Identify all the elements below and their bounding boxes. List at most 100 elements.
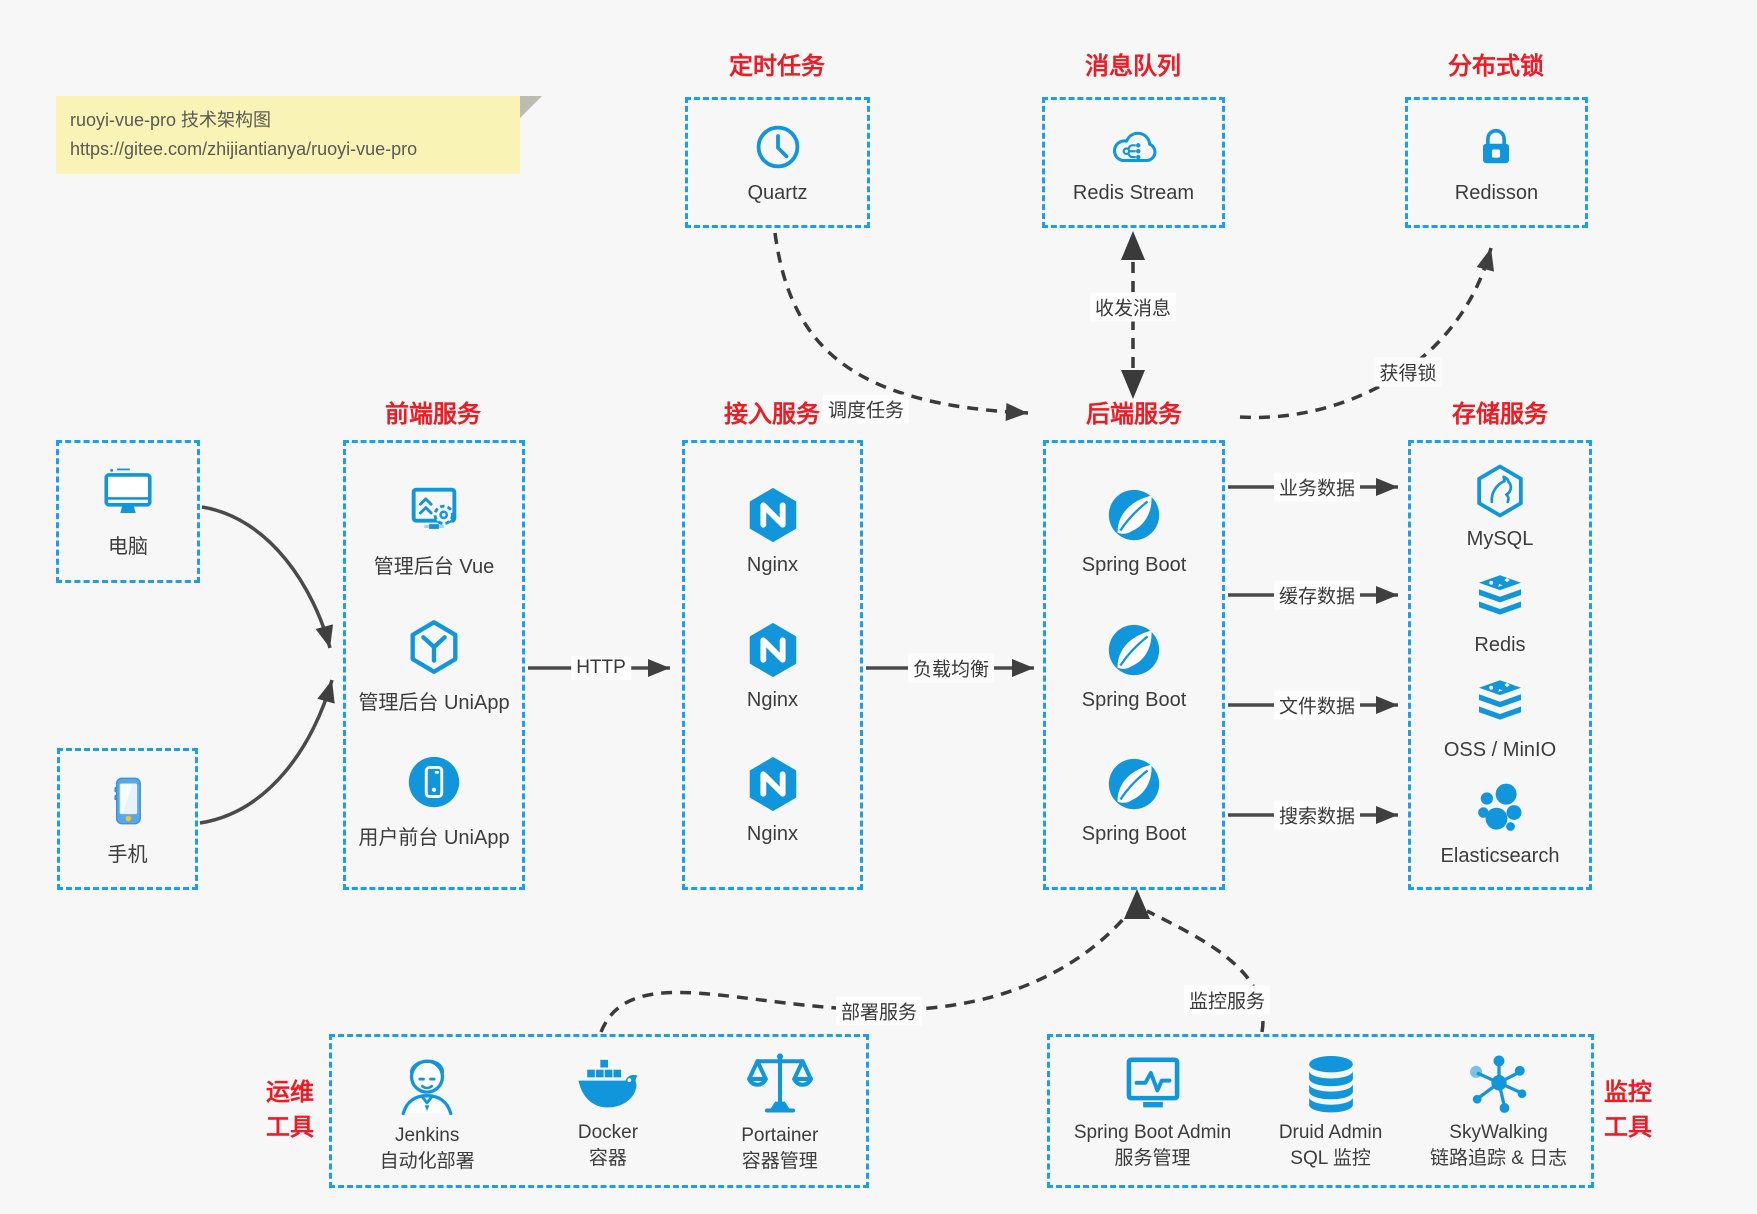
quartz-box: Quartz xyxy=(685,97,870,228)
node-elasticsearch: Elasticsearch xyxy=(1440,781,1560,868)
title-line: 监控 xyxy=(1604,1079,1652,1106)
storage-services-box: MySQL Redis xyxy=(1408,440,1592,890)
edge-label-search-data: 搜索数据 xyxy=(1273,800,1361,830)
edge-label-send-receive-message: 收发消息 xyxy=(1089,292,1177,322)
redisson-box: Redisson xyxy=(1405,97,1588,228)
phone-icon xyxy=(113,777,141,824)
node-admin-vue: 管理后台 Vue xyxy=(374,480,494,579)
tool-desc: 服务管理 xyxy=(1114,1148,1191,1169)
tool-desc: 容器管理 xyxy=(741,1151,818,1172)
node-nginx-2: Nginx xyxy=(742,619,804,712)
clock-icon xyxy=(756,125,799,169)
node-admin-uniapp: 管理后台 UniApp xyxy=(358,616,510,715)
node-label: Quartz xyxy=(747,182,808,204)
title-distributed-lock: 分布式锁 xyxy=(1448,53,1544,80)
arrowhead-into-backend xyxy=(1124,889,1150,919)
monitor-tools-box: Spring Boot Admin 服务管理 Druid Admin SQL 监… xyxy=(1047,1034,1594,1188)
title-gateway-services: 接入服务 xyxy=(724,401,820,428)
portainer-scales-icon xyxy=(746,1053,813,1113)
title-ops-tools: 运维 工具 xyxy=(266,1076,314,1146)
mysql-icon xyxy=(1477,464,1523,518)
edge-label-business-data: 业务数据 xyxy=(1273,472,1361,502)
arrowhead-message-up xyxy=(1121,231,1145,260)
edge-label-monitor-service: 监控服务 xyxy=(1183,985,1271,1015)
node-label: Elasticsearch xyxy=(1440,845,1560,868)
node-label: Redis xyxy=(1474,633,1526,656)
edge-label-cache-data: 缓存数据 xyxy=(1273,580,1361,610)
node-oss-minio: OSS / MinIO xyxy=(1444,675,1556,762)
node-redis: Redis xyxy=(1471,570,1529,657)
node-label: OSS / MinIO xyxy=(1443,739,1557,762)
tool-desc: 自动化部署 xyxy=(379,1151,475,1172)
node-label: Nginx xyxy=(746,822,799,845)
spring-icon xyxy=(1108,758,1160,809)
arrow-pc-to-frontend xyxy=(201,505,334,649)
frontend-services-box: 管理后台 Vue 管理后台 UniApp 用户前台 UniApp xyxy=(343,440,525,890)
node-springboot-2: Spring Boot xyxy=(1081,619,1187,712)
user-app-icon xyxy=(408,757,460,808)
topology-icon xyxy=(1469,1055,1526,1114)
edge-label-file-data: 文件数据 xyxy=(1273,690,1361,720)
docker-whale-icon xyxy=(578,1060,638,1108)
jenkins-icon xyxy=(401,1059,453,1116)
cloud-stream-icon xyxy=(1112,131,1156,163)
uniapp-cube-icon xyxy=(410,619,458,674)
lock-icon xyxy=(1483,129,1510,164)
edge-label-acquire-lock: 获得锁 xyxy=(1374,357,1442,387)
node-label: Redis Stream xyxy=(1072,182,1195,204)
admin-vue-icon xyxy=(411,487,457,529)
node-label: 管理后台 UniApp xyxy=(358,691,510,714)
tool-name: Docker xyxy=(577,1122,639,1144)
node-user-uniapp: 用户前台 UniApp xyxy=(358,751,510,850)
node-druid-admin: Druid Admin SQL 监控 xyxy=(1278,1050,1383,1171)
tool-name: Portainer xyxy=(741,1125,819,1147)
node-springboot-1: Spring Boot xyxy=(1082,484,1186,577)
node-label: 手机 xyxy=(107,843,148,866)
title-storage-services: 存储服务 xyxy=(1452,401,1548,428)
arrow-acquire-lock xyxy=(1239,247,1495,420)
oss-stack-icon xyxy=(1479,680,1521,721)
edge-label-deploy-service: 部署服务 xyxy=(835,996,923,1026)
tool-name: Druid Admin xyxy=(1278,1122,1383,1144)
redis-stream-box: Redis Stream xyxy=(1042,97,1225,228)
spring-icon xyxy=(1108,624,1160,675)
node-spring-boot-admin: Spring Boot Admin 服务管理 xyxy=(1074,1050,1231,1171)
node-quartz: Quartz xyxy=(747,120,808,205)
phone-client-box: 手机 xyxy=(57,748,198,890)
node-redisson: Redisson xyxy=(1455,120,1538,205)
redis-stack-icon xyxy=(1479,574,1521,615)
tool-desc: 容器 xyxy=(588,1148,627,1169)
monitor-pulse-icon xyxy=(1126,1057,1179,1108)
database-icon xyxy=(1308,1056,1353,1113)
note-title: ruoyi-vue-pro 技术架构图 xyxy=(70,110,272,130)
ops-tools-box: Jenkins 自动化部署 Docker 容器 xyxy=(329,1034,869,1188)
title-backend-services: 后端服务 xyxy=(1086,401,1182,428)
elasticsearch-icon xyxy=(1478,783,1522,832)
edge-label-http: HTTP xyxy=(571,656,631,680)
backend-services-box: Spring Boot Spring Boot Spring Boot xyxy=(1043,440,1225,890)
node-phone: 手机 xyxy=(100,772,156,867)
tool-name: Jenkins xyxy=(394,1125,460,1147)
title-scheduled-task: 定时任务 xyxy=(729,53,825,80)
node-pc: 电脑 xyxy=(97,464,159,559)
sticky-note: ruoyi-vue-pro 技术架构图 https://gitee.com/zh… xyxy=(56,96,542,174)
note-url: https://gitee.com/zhijiantianya/ruoyi-vu… xyxy=(70,138,418,159)
nginx-icon xyxy=(749,488,796,543)
node-label: Spring Boot xyxy=(1081,688,1187,711)
title-message-queue: 消息队列 xyxy=(1085,53,1181,80)
tool-name: Spring Boot Admin xyxy=(1073,1122,1232,1144)
title-frontend-services: 前端服务 xyxy=(385,401,481,428)
node-label: MySQL xyxy=(1466,527,1534,550)
spring-icon xyxy=(1108,490,1160,541)
note-fold-corner xyxy=(520,96,542,118)
node-portainer: Portainer 容器管理 xyxy=(741,1047,818,1174)
node-label: Nginx xyxy=(746,554,799,577)
node-redis-stream: Redis Stream xyxy=(1073,120,1194,205)
edge-label-schedule-task: 调度任务 xyxy=(822,394,910,424)
node-docker: Docker 容器 xyxy=(570,1050,646,1171)
node-label: Redisson xyxy=(1454,182,1539,204)
edge-label-load-balance: 负载均衡 xyxy=(907,653,995,683)
computer-icon xyxy=(104,468,152,513)
title-monitor-tools: 监控 工具 xyxy=(1604,1076,1652,1146)
